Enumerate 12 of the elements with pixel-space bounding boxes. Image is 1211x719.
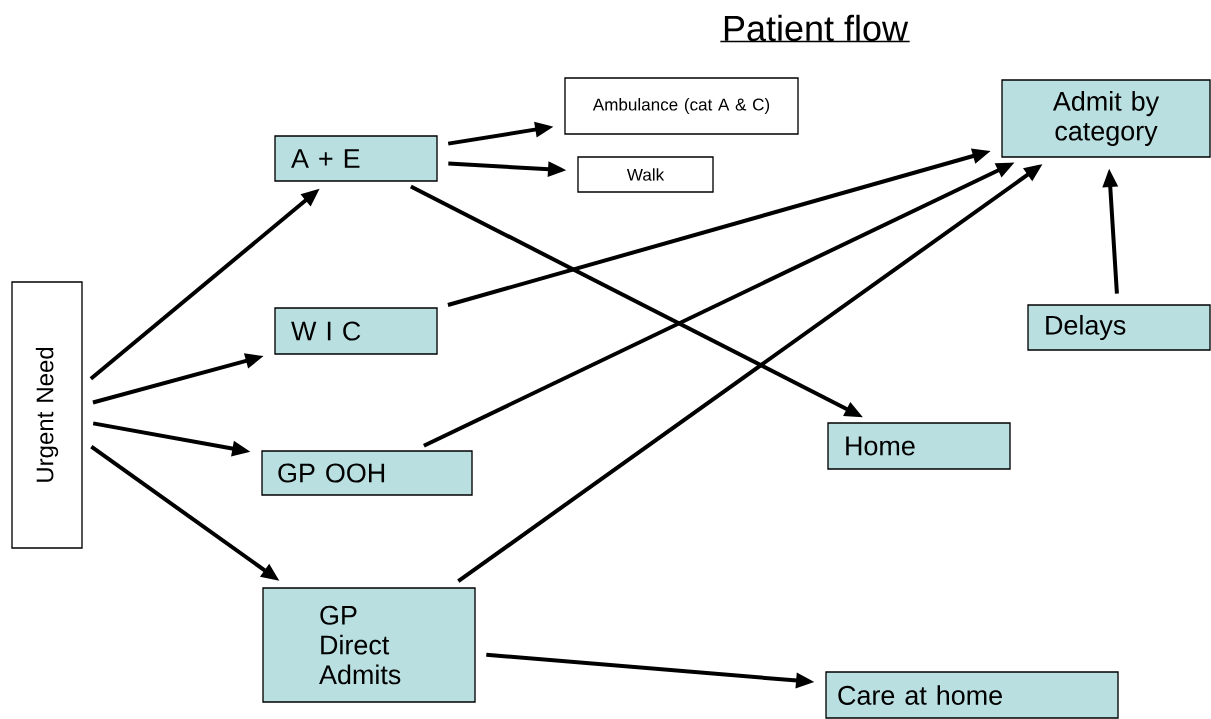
outcome-box: Walk	[577, 156, 714, 193]
process-box: Home	[827, 422, 1011, 470]
title: Patient flow	[719, 14, 911, 43]
process-box: W I C	[274, 307, 438, 355]
process-box: Delays	[1027, 304, 1211, 351]
process-box: Admit by category	[1001, 79, 1211, 158]
process-box: A + E	[274, 135, 438, 182]
rotated-box: Urgent Need	[11, 281, 83, 549]
process-box: Care at home	[825, 671, 1119, 719]
process-box: GP OOH	[261, 450, 473, 496]
process-box: GP Direct Admits	[262, 587, 476, 703]
outcome-box: Ambulance (cat A & C)	[564, 77, 799, 135]
